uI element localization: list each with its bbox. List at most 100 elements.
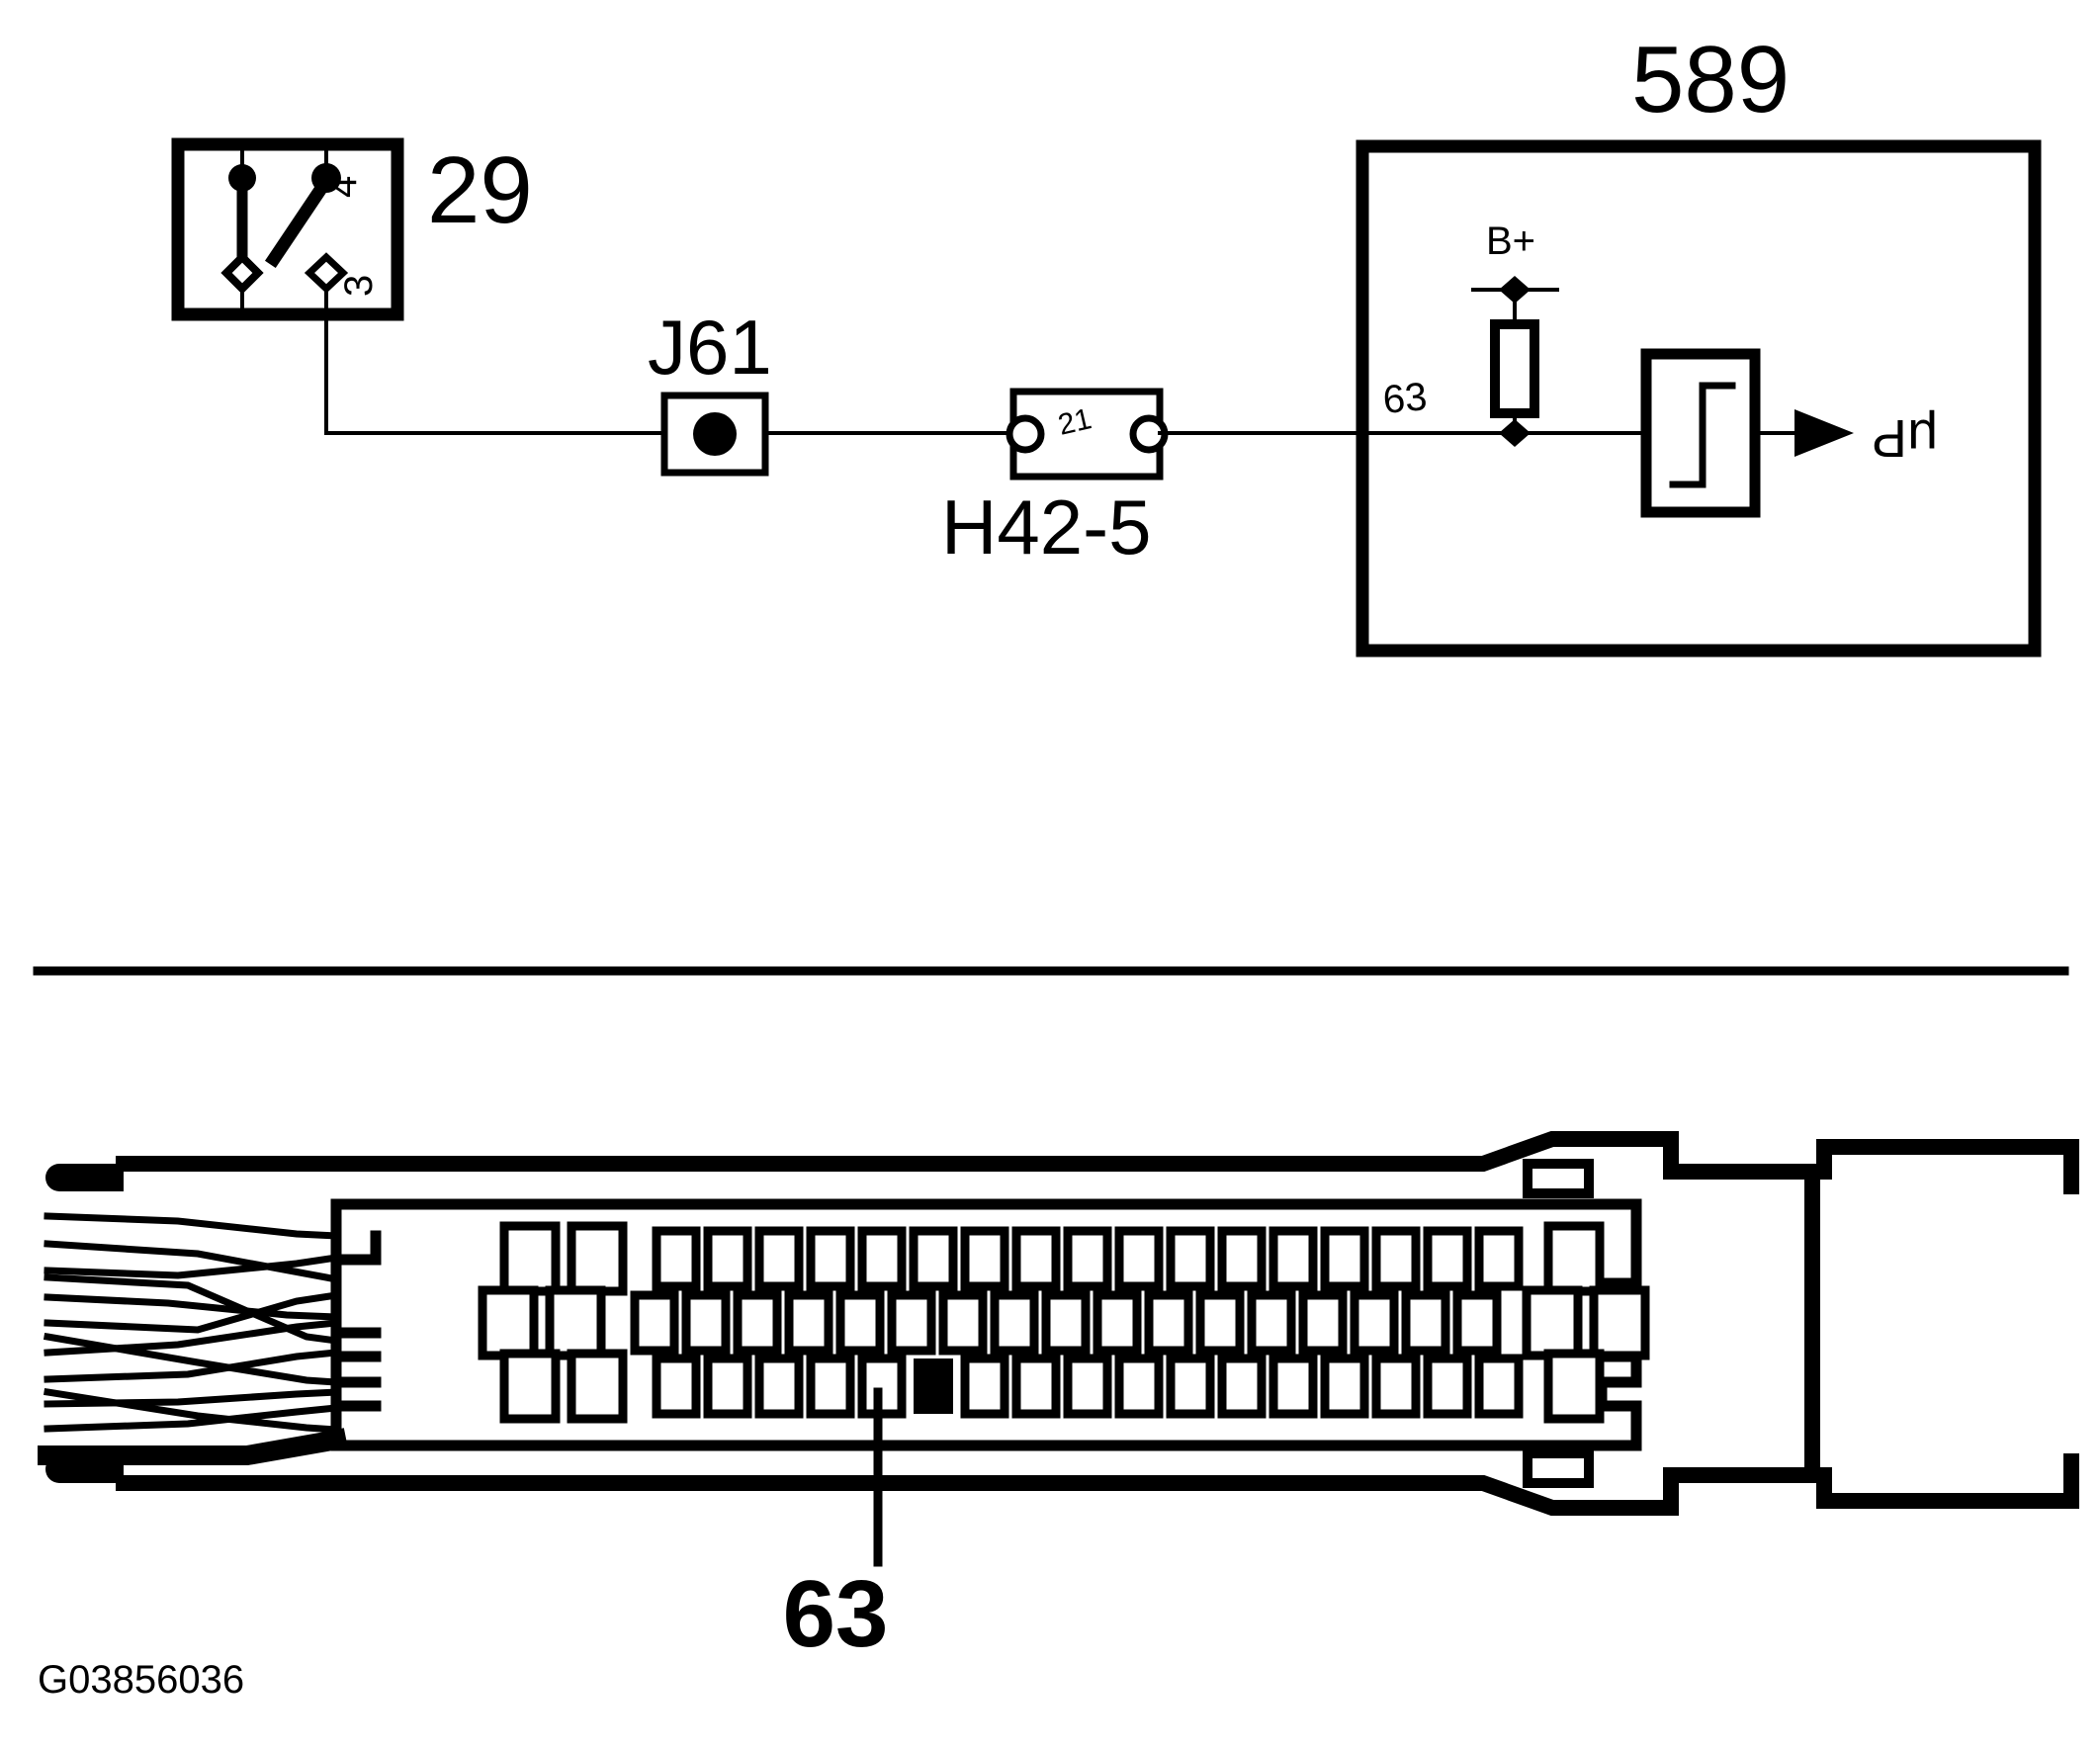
connector-pin-small (681, 1290, 731, 1356)
harness-wire (38, 1428, 348, 1465)
callout-pin-label: 63 (783, 1561, 889, 1667)
connector-id-label: H42-5 (941, 483, 1151, 570)
connector-pin-small (1217, 1354, 1267, 1419)
connector-pin-small (1401, 1290, 1450, 1356)
connector-pin-small (1371, 1226, 1421, 1291)
splice-dot (693, 412, 737, 456)
connector-pin-small (887, 1290, 936, 1356)
connector-pin-small (835, 1290, 885, 1356)
connector-pin-small (806, 1354, 855, 1419)
connector-pin-small (1474, 1226, 1524, 1291)
connector-h42-5: 21 H42-5 (941, 388, 1169, 570)
connector-pin-small (1166, 1226, 1215, 1291)
connector-pin-small (1452, 1290, 1502, 1356)
connector-pin-small (857, 1226, 907, 1291)
switch-terminal-top-label: 4 (321, 176, 365, 198)
connector-housing-ribs (335, 1230, 382, 1412)
connector-pin-small (784, 1290, 833, 1356)
connector-pin-small (630, 1290, 679, 1356)
connector-pin-large (1543, 1221, 1605, 1296)
module-589: 589 63 B+ μP (1356, 27, 2042, 657)
connector-pin-large (1543, 1349, 1605, 1424)
module-id-label: 589 (1631, 27, 1790, 132)
connector-pin-small (1320, 1226, 1369, 1291)
switch-body (171, 137, 404, 321)
connector-pin-large (1522, 1285, 1583, 1360)
connector-pin-small (1474, 1354, 1524, 1419)
housing-key-tab-bottom (1523, 1448, 1594, 1488)
switch-terminal-bottom-label: 3 (337, 275, 381, 297)
connector-pin-small (1041, 1290, 1091, 1356)
connector-pin-small (1195, 1290, 1245, 1356)
connector-pin-small (1063, 1354, 1112, 1419)
switch-id-label: 29 (427, 137, 533, 243)
microprocessor-label: μP (1872, 408, 1938, 468)
connector-pin-small (1320, 1354, 1369, 1419)
connector-pin-small (1063, 1226, 1112, 1291)
harness-wire (44, 1293, 340, 1321)
connector-shell-bottom (116, 1453, 2079, 1516)
connector-pin-large (545, 1285, 606, 1360)
connector-pin-small (1350, 1290, 1399, 1356)
connector-pin-small (754, 1226, 804, 1291)
connector-pin-small (960, 1226, 1009, 1291)
connector-pin-small (1011, 1226, 1061, 1291)
microprocessor-arrow-icon (1794, 409, 1854, 457)
connector-shell-left-cap-top (45, 1164, 124, 1191)
connector-pin-small (1217, 1226, 1267, 1291)
connector-pin-small (1298, 1290, 1348, 1356)
harness-wire (43, 1332, 340, 1386)
connector-pin-small (652, 1226, 701, 1291)
harness-wire (44, 1291, 340, 1334)
module-pin-label: 63 (1381, 375, 1429, 422)
connector-pin-small (1011, 1354, 1061, 1419)
connector-pin-left (1006, 414, 1045, 454)
connector-pin-small (960, 1354, 1009, 1419)
connector-shell-top (116, 1131, 2079, 1194)
connector-pin-small (1166, 1354, 1215, 1419)
connector-pin-small (1093, 1290, 1142, 1356)
connector-pin-large (567, 1349, 628, 1424)
harness-wire (44, 1254, 340, 1279)
connector-pin-large (567, 1221, 628, 1296)
module-supply-label: B+ (1486, 219, 1535, 263)
connector-pin-small (990, 1290, 1039, 1356)
connector-pin-small (754, 1354, 804, 1419)
connector-pin-small (1371, 1354, 1421, 1419)
connector-pin-large (1589, 1285, 1650, 1360)
connector-pin-large (478, 1285, 539, 1360)
connector-pin-small (1114, 1226, 1164, 1291)
connector-pin-highlighted (914, 1358, 953, 1414)
harness-wire (44, 1212, 340, 1240)
connector-pin-label: 21 (1055, 402, 1094, 442)
harness-wire (44, 1273, 340, 1345)
connector-pin-small (703, 1226, 752, 1291)
connector-pin-small (652, 1354, 701, 1419)
source-code-label: G03856036 (38, 1658, 244, 1702)
harness-wire (43, 1387, 340, 1434)
connector-pin-small (806, 1226, 855, 1291)
switch-29: 4 3 29 (171, 137, 533, 321)
connector-face-view: 63 (38, 1131, 2079, 1667)
connector-pin-small (1269, 1226, 1318, 1291)
harness-wire (44, 1349, 340, 1383)
connector-pin-small (1247, 1290, 1296, 1356)
connector-pin-grid (478, 1221, 1650, 1424)
connector-pin-small (1269, 1354, 1318, 1419)
connector-pin-small (1423, 1354, 1472, 1419)
connector-pin-small (1114, 1354, 1164, 1419)
connector-pin-small (938, 1290, 988, 1356)
switch-node-filled-left (228, 164, 256, 192)
connector-pin-large (499, 1349, 561, 1424)
splice-j61: J61 (648, 304, 772, 477)
connector-pin-small (703, 1354, 752, 1419)
connector-pin-small (1144, 1290, 1193, 1356)
wire-harness-bundle (38, 1212, 348, 1465)
connector-pin-small (1423, 1226, 1472, 1291)
connector-pin-small (909, 1226, 958, 1291)
switch-moving-blade (264, 171, 336, 269)
splice-label: J61 (648, 304, 772, 391)
housing-rib (335, 1230, 382, 1266)
